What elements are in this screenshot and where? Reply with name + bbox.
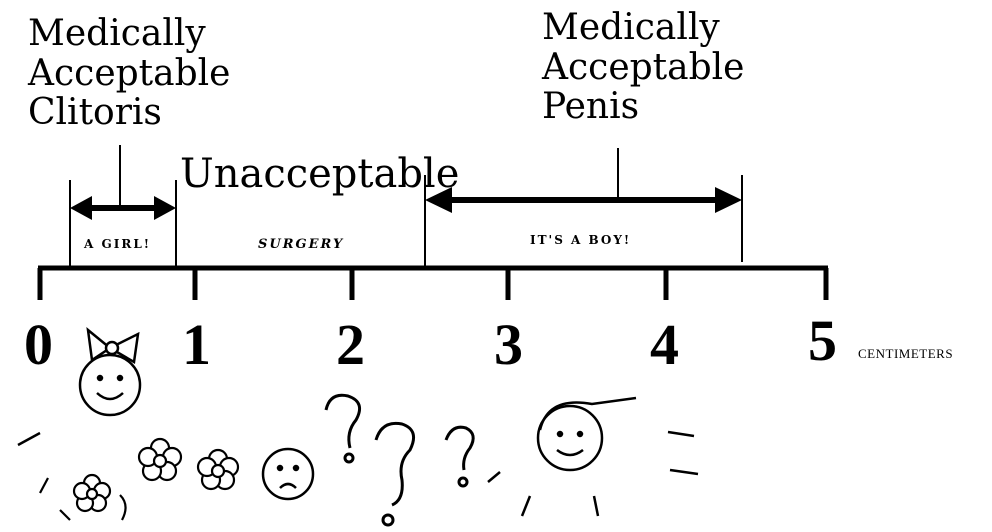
flower-icon — [40, 439, 238, 520]
penis-label-line-2: Acceptable — [542, 48, 744, 88]
zone-label-boy: IT'S A BOY! — [530, 234, 631, 247]
tick-label-1: 1 — [182, 316, 211, 374]
unit-label: CENTIMETERS — [858, 346, 953, 362]
clitoris-arrowhead-right — [154, 196, 176, 220]
clitoris-label: Medically Acceptable Clitoris — [28, 14, 230, 133]
clitoris-label-line-2: Acceptable — [28, 54, 230, 94]
tick-label-3: 3 — [494, 316, 523, 374]
clitoris-label-line-1: Medically — [28, 14, 230, 54]
boy-face-icon — [488, 398, 698, 516]
tick-label-2: 2 — [336, 316, 365, 374]
question-mark-icon — [326, 395, 473, 525]
unacceptable-label: Unacceptable — [180, 152, 459, 196]
sad-face-icon — [263, 449, 313, 499]
zone-label-girl: A GIRL! — [84, 238, 151, 251]
penis-label: Medically Acceptable Penis — [542, 8, 744, 127]
clitoris-label-line-3: Clitoris — [28, 93, 230, 133]
clitoris-arrowhead-left — [70, 196, 92, 220]
zone-label-surgery: SURGERY — [258, 238, 344, 252]
penis-label-line-1: Medically — [542, 8, 744, 48]
tick-label-4: 4 — [650, 316, 679, 374]
penis-arrowhead-right — [715, 187, 742, 213]
tick-label-5: 5 — [808, 312, 837, 370]
penis-label-line-3: Penis — [542, 87, 744, 127]
tick-label-0: 0 — [24, 316, 53, 374]
